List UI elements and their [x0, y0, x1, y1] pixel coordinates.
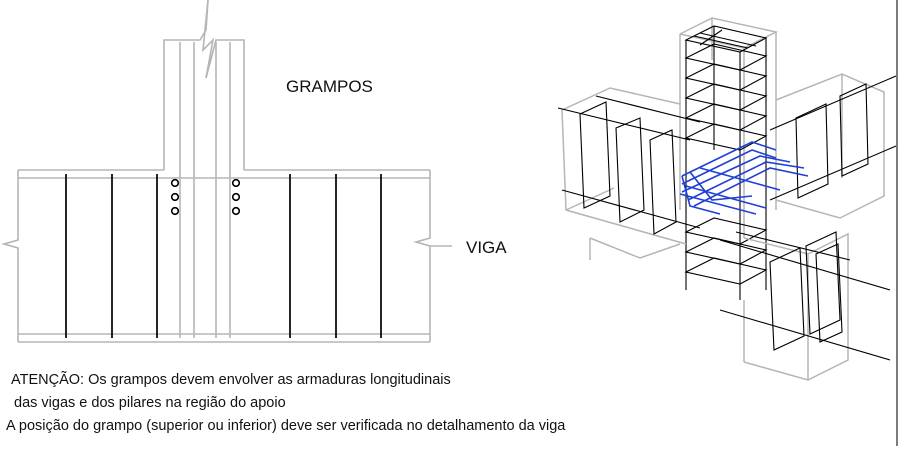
- grampo-circle: [231, 178, 241, 188]
- blue-grampos: [679, 141, 809, 215]
- beam-break-right: [413, 170, 431, 342]
- grampos-label: GRAMPOS: [286, 77, 373, 96]
- grampo-circle: [170, 178, 180, 188]
- column-hoops: [684, 25, 768, 300]
- column-break-mark: [201, 0, 215, 79]
- grampo-circle: [170, 192, 180, 202]
- grampo-group-left: [170, 178, 180, 216]
- grampo-circle: [231, 192, 241, 202]
- viga-label: VIGA: [466, 238, 507, 257]
- left-beam-stirrups: [557, 95, 701, 235]
- position-note: A posição do grampo (superior ou inferio…: [6, 418, 566, 434]
- back-beam-stirrups: [769, 75, 897, 201]
- right-beam-stirrups: [719, 231, 891, 361]
- column-outline: [163, 0, 209, 170]
- isometric-joint-view: [557, 0, 898, 446]
- grampo-circle: [231, 206, 241, 216]
- beam-column-elevation: [1, 0, 452, 343]
- beam-concrete: [561, 73, 885, 381]
- attention-note-line-1: ATENÇÃO: Os grampos devem envolver as ar…: [11, 372, 451, 388]
- beam-break-left: [1, 170, 19, 342]
- attention-note-line-2: das vigas e dos pilares na região do apo…: [14, 395, 286, 411]
- grampo-circle: [170, 206, 180, 216]
- column-outline-right: [205, 39, 245, 170]
- column-concrete: [679, 17, 779, 238]
- grampo-group-right: [231, 178, 241, 216]
